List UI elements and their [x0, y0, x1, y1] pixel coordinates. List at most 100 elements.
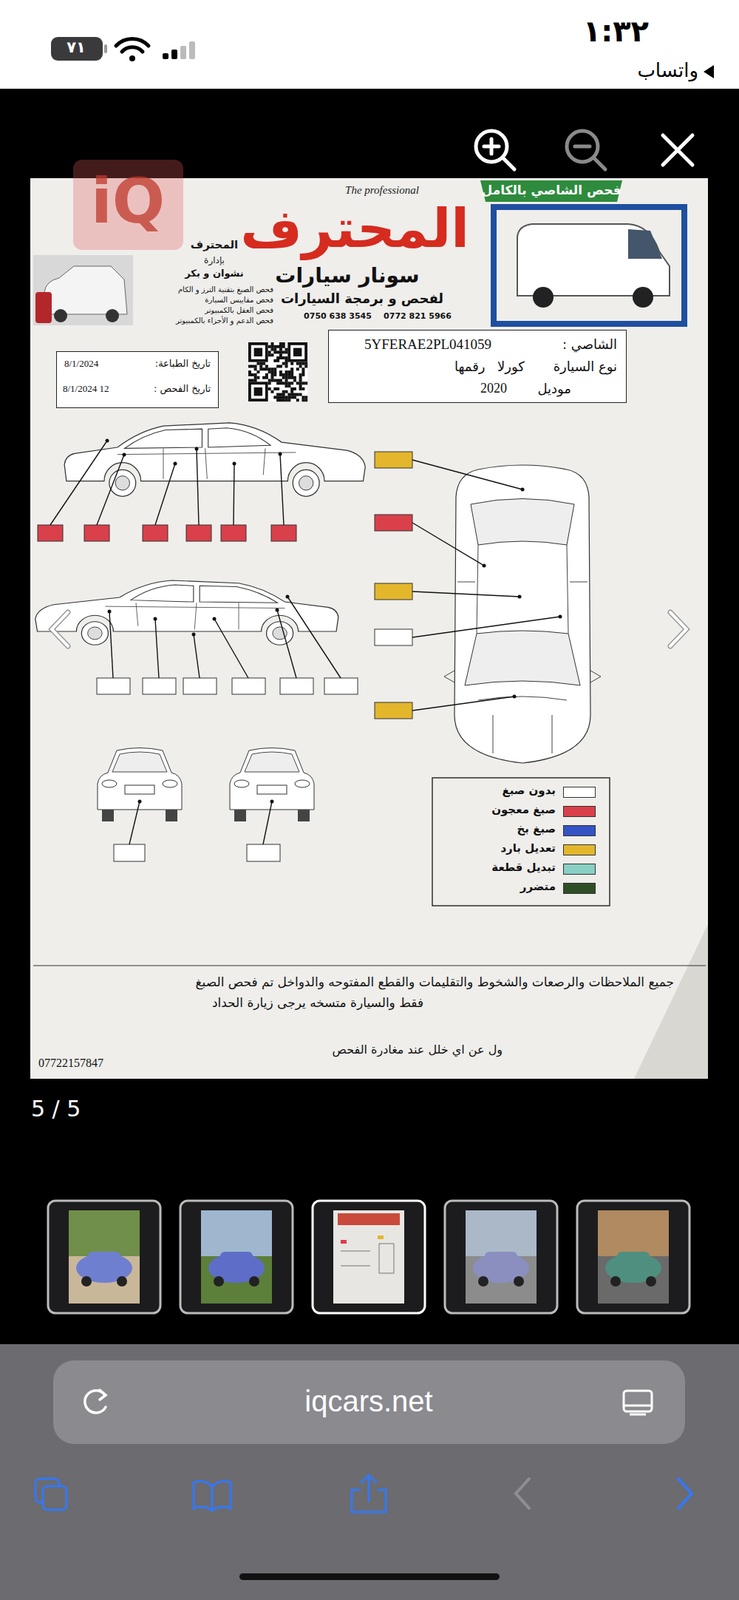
reload-icon: [72, 1379, 117, 1425]
front-view-car: [101, 779, 117, 788]
close-icon: [662, 135, 693, 165]
qr-code: [285, 364, 289, 368]
side-car: [64, 422, 366, 496]
leader-line: [233, 463, 235, 525]
qr-code: [279, 353, 283, 357]
bookmarks-icon: [193, 1480, 231, 1510]
qr-code: [296, 381, 300, 385]
leader-line: [412, 459, 523, 490]
qr-code: [296, 393, 300, 397]
phone-number: 0750 638 3545: [303, 311, 372, 321]
leader-dot: [153, 617, 158, 621]
qr-code: [282, 342, 286, 346]
qr-code: [279, 345, 283, 349]
thumbnail: [81, 1275, 92, 1286]
side-car: [266, 621, 294, 645]
leader-line: [277, 609, 297, 678]
qr-code: [276, 359, 280, 363]
qr-code: [293, 395, 297, 399]
page-counter: 5 / 5: [31, 1095, 81, 1122]
report-note: فقط والسيارة متسخه يرجى زيارة الحداد: [212, 994, 424, 1010]
thumbnail: [48, 1200, 161, 1313]
reader-icon: [623, 1404, 652, 1414]
zoom-in-icon: [475, 130, 515, 170]
battery-icon: [50, 36, 103, 61]
qr-code: [273, 373, 277, 377]
logo-name: المحترف: [190, 237, 239, 252]
part-box: [280, 677, 314, 694]
qr-code: [279, 379, 283, 383]
thumbnail: [249, 1275, 260, 1286]
qr-code: [293, 393, 297, 397]
qr-code: [282, 350, 286, 354]
leader-line: [155, 618, 159, 678]
qr-code: [248, 373, 252, 377]
back-triangle: [703, 65, 714, 79]
qr-code: [273, 345, 277, 349]
field-label: موديل: [537, 380, 572, 397]
thumbnail: [617, 1251, 650, 1265]
field-label: نوع السيارة: [553, 358, 618, 375]
qr-code: [301, 381, 305, 385]
qr-code: [296, 398, 300, 402]
phone-number: 0772 821 5966: [383, 311, 452, 321]
phone-number: 07722157847: [38, 1055, 104, 1070]
side-car: [64, 422, 366, 482]
qr-code: [270, 342, 274, 346]
home-indicator: [239, 1572, 500, 1580]
leader-line: [129, 801, 140, 844]
suv-wheel: [53, 308, 68, 323]
part-box: [220, 524, 247, 541]
qr-code: [282, 362, 286, 366]
qr-code: [299, 381, 303, 385]
qr-code: [254, 367, 258, 371]
part-box: [374, 702, 413, 719]
qr-code: [287, 384, 291, 388]
manager-caption: بإدارة: [203, 254, 225, 266]
zoom-in-icon: [484, 138, 515, 170]
qr-code: [273, 387, 277, 391]
qr-code: [299, 387, 303, 391]
qr-code: [279, 370, 283, 374]
back-button: [515, 1478, 530, 1508]
side-car: [104, 602, 285, 629]
qr-code: [299, 373, 303, 377]
thumbnail: [444, 1200, 558, 1313]
share-icon: [351, 1474, 386, 1512]
qr-code: [301, 398, 305, 402]
qr-code: [282, 395, 286, 399]
qr-code: [282, 398, 286, 402]
qr-code: [273, 350, 277, 354]
qr-code: [299, 364, 303, 368]
qr-code: [279, 364, 283, 368]
reader-icon: [623, 1390, 652, 1411]
front-view-car: [97, 747, 182, 822]
van-window: [628, 229, 663, 259]
url-bar: iqcars.net: [53, 1359, 686, 1444]
qr-code: [285, 395, 289, 399]
qr-code: [287, 376, 291, 380]
qr-code: [290, 393, 294, 397]
side-car: [35, 580, 339, 632]
qr-code: [251, 364, 255, 368]
qr-code: [254, 379, 258, 383]
qr-code: [282, 373, 286, 377]
side-car: [299, 475, 314, 490]
qr-code: [288, 343, 306, 361]
qr-code: [268, 345, 272, 349]
wifi-icon: [116, 38, 149, 46]
date-box: تاريخ الطباعة:8/1/2024تاريخ الفحص :8/1/2…: [56, 351, 219, 408]
qr-code: [254, 387, 263, 396]
thumbnail: [68, 1209, 140, 1256]
legend-swatch: [563, 805, 596, 817]
qr-code: [279, 393, 283, 397]
vin-value: 5YFERAE2PL041059: [364, 336, 492, 354]
field-value: 2020: [480, 380, 507, 397]
thumbnail: [220, 1251, 253, 1265]
legend-frame: [432, 777, 610, 906]
qr-code: [276, 381, 280, 385]
qr-code: [299, 384, 303, 388]
qr-code: [273, 370, 277, 374]
banner-text: فحص الشاصي بالكامل: [481, 182, 621, 198]
thumbnail: [337, 1212, 400, 1225]
